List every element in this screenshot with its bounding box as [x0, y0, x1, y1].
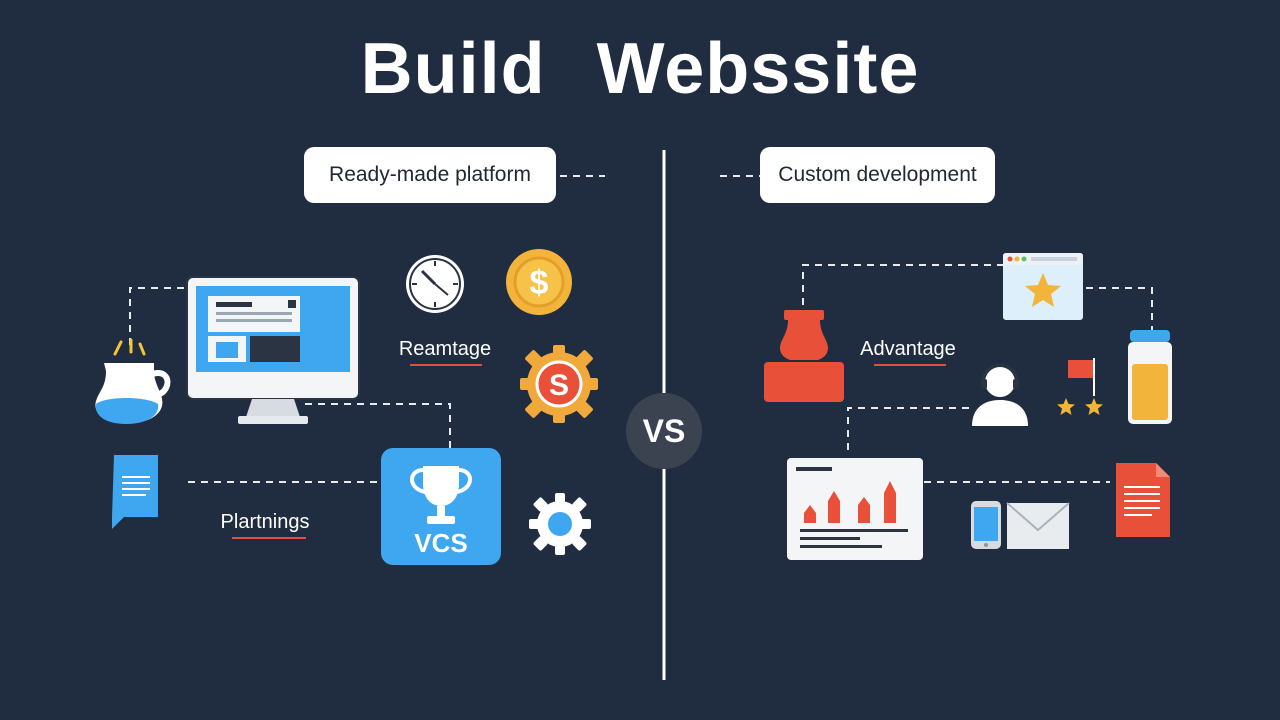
label-plartnings-underline	[232, 537, 306, 539]
phone-icon	[971, 501, 1001, 549]
vcs-text: VCS	[414, 528, 468, 558]
vs-badge: VS	[626, 393, 702, 469]
svg-text:S: S	[549, 369, 569, 402]
envelope-icon	[1006, 502, 1070, 549]
heading-ready-made: Ready-made platform	[304, 147, 556, 203]
svg-text:$: $	[530, 264, 549, 302]
heading-custom: Custom development	[760, 147, 995, 203]
document-icon	[1116, 463, 1170, 537]
label-advantage-underline	[874, 364, 946, 366]
label-plartnings: Plartnings	[220, 511, 310, 533]
gear-icon	[529, 493, 591, 555]
stamp-icon	[764, 310, 844, 402]
label-reamtage-underline	[410, 364, 482, 366]
page-title: Build Webssite	[360, 29, 920, 109]
flag-stars-icon	[1057, 358, 1103, 415]
label-reamtage: Reamtage	[398, 338, 492, 360]
chat-document-icon	[112, 455, 158, 529]
analytics-chart-icon	[787, 458, 923, 560]
clock-icon	[406, 255, 464, 313]
monitor-icon	[186, 276, 360, 424]
label-advantage: Advantage	[860, 338, 956, 360]
jar-icon	[1128, 330, 1172, 424]
user-icon	[972, 363, 1028, 426]
dollar-gear-icon: S	[520, 345, 598, 423]
trophy-badge: VCS	[381, 448, 501, 565]
dollar-coin-icon: $	[506, 249, 572, 315]
browser-star-icon	[1003, 253, 1083, 320]
trophy-icon	[410, 466, 472, 524]
pitcher-icon	[95, 338, 171, 424]
